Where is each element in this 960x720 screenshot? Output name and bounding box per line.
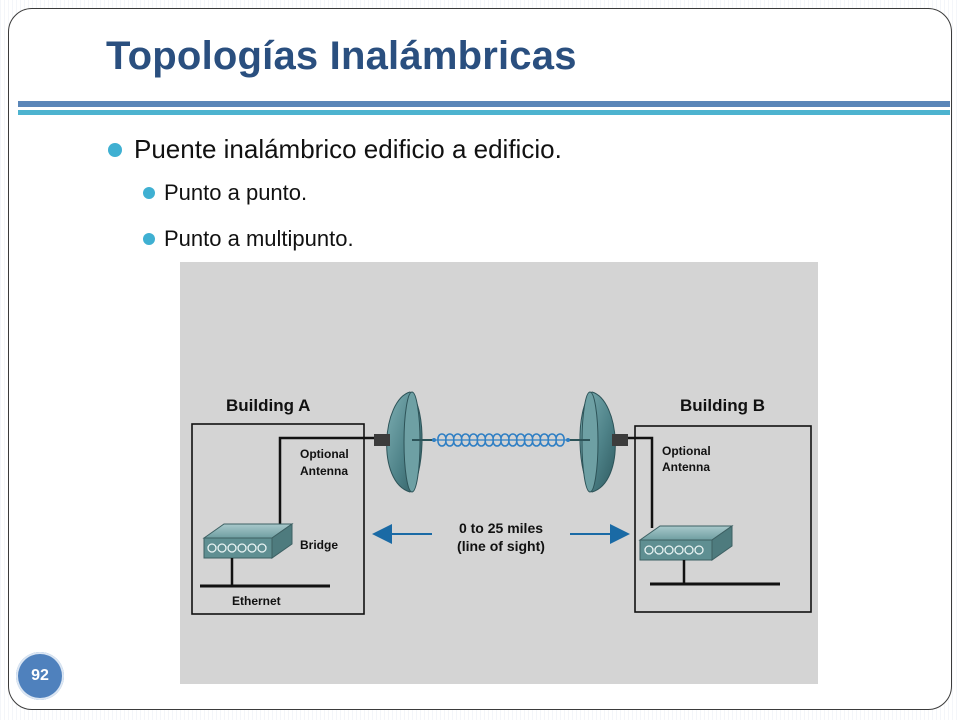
- distance-label-line2: (line of sight): [457, 538, 545, 554]
- optional-antenna-a-line1: Optional: [300, 447, 349, 461]
- title-rule-bottom: [18, 110, 950, 115]
- distance-label-bg: [432, 516, 570, 564]
- distance-label-line1: 0 to 25 miles: [459, 520, 543, 536]
- diagram-background: [180, 262, 818, 684]
- antenna-cable-b: [622, 436, 654, 528]
- page-number: 92: [31, 667, 49, 684]
- antenna-dish-b-icon: [568, 391, 628, 493]
- bullet-sub-point-to-point: Punto a punto.: [164, 180, 308, 205]
- antenna-dish-a-icon: [374, 391, 434, 493]
- building-a-box: [191, 423, 365, 615]
- building-b-label: Building B: [680, 396, 765, 415]
- slide-title: Topologías Inalámbricas: [106, 34, 577, 78]
- bullet-main: Puente inalámbrico edificio a edificio.: [134, 134, 562, 164]
- bullet-dot-icon: [108, 143, 122, 157]
- bridge-label: Bridge: [300, 538, 338, 552]
- bullet-sub-point-to-multipoint: Punto a multipunto.: [164, 226, 354, 251]
- bullet-dot-icon: [143, 233, 155, 245]
- title-rule-top: [18, 101, 950, 107]
- bridge-device-b: [638, 525, 734, 561]
- optional-antenna-a-line2: Antenna: [300, 464, 348, 478]
- bridge-diagram: Building A Optional Antenna Bridge Ether…: [180, 262, 818, 684]
- building-b-box: [634, 425, 812, 613]
- building-a-label: Building A: [226, 396, 310, 415]
- optional-antenna-b-line2: Antenna: [662, 460, 710, 474]
- wireless-signal: [432, 433, 570, 447]
- bullet-dot-icon: [143, 187, 155, 199]
- ethernet-label: Ethernet: [232, 594, 281, 608]
- antenna-cable-a: [278, 436, 376, 526]
- page-number-badge: [16, 652, 64, 700]
- optional-antenna-b-line1: Optional: [662, 444, 711, 458]
- bridge-device-a: [202, 523, 294, 559]
